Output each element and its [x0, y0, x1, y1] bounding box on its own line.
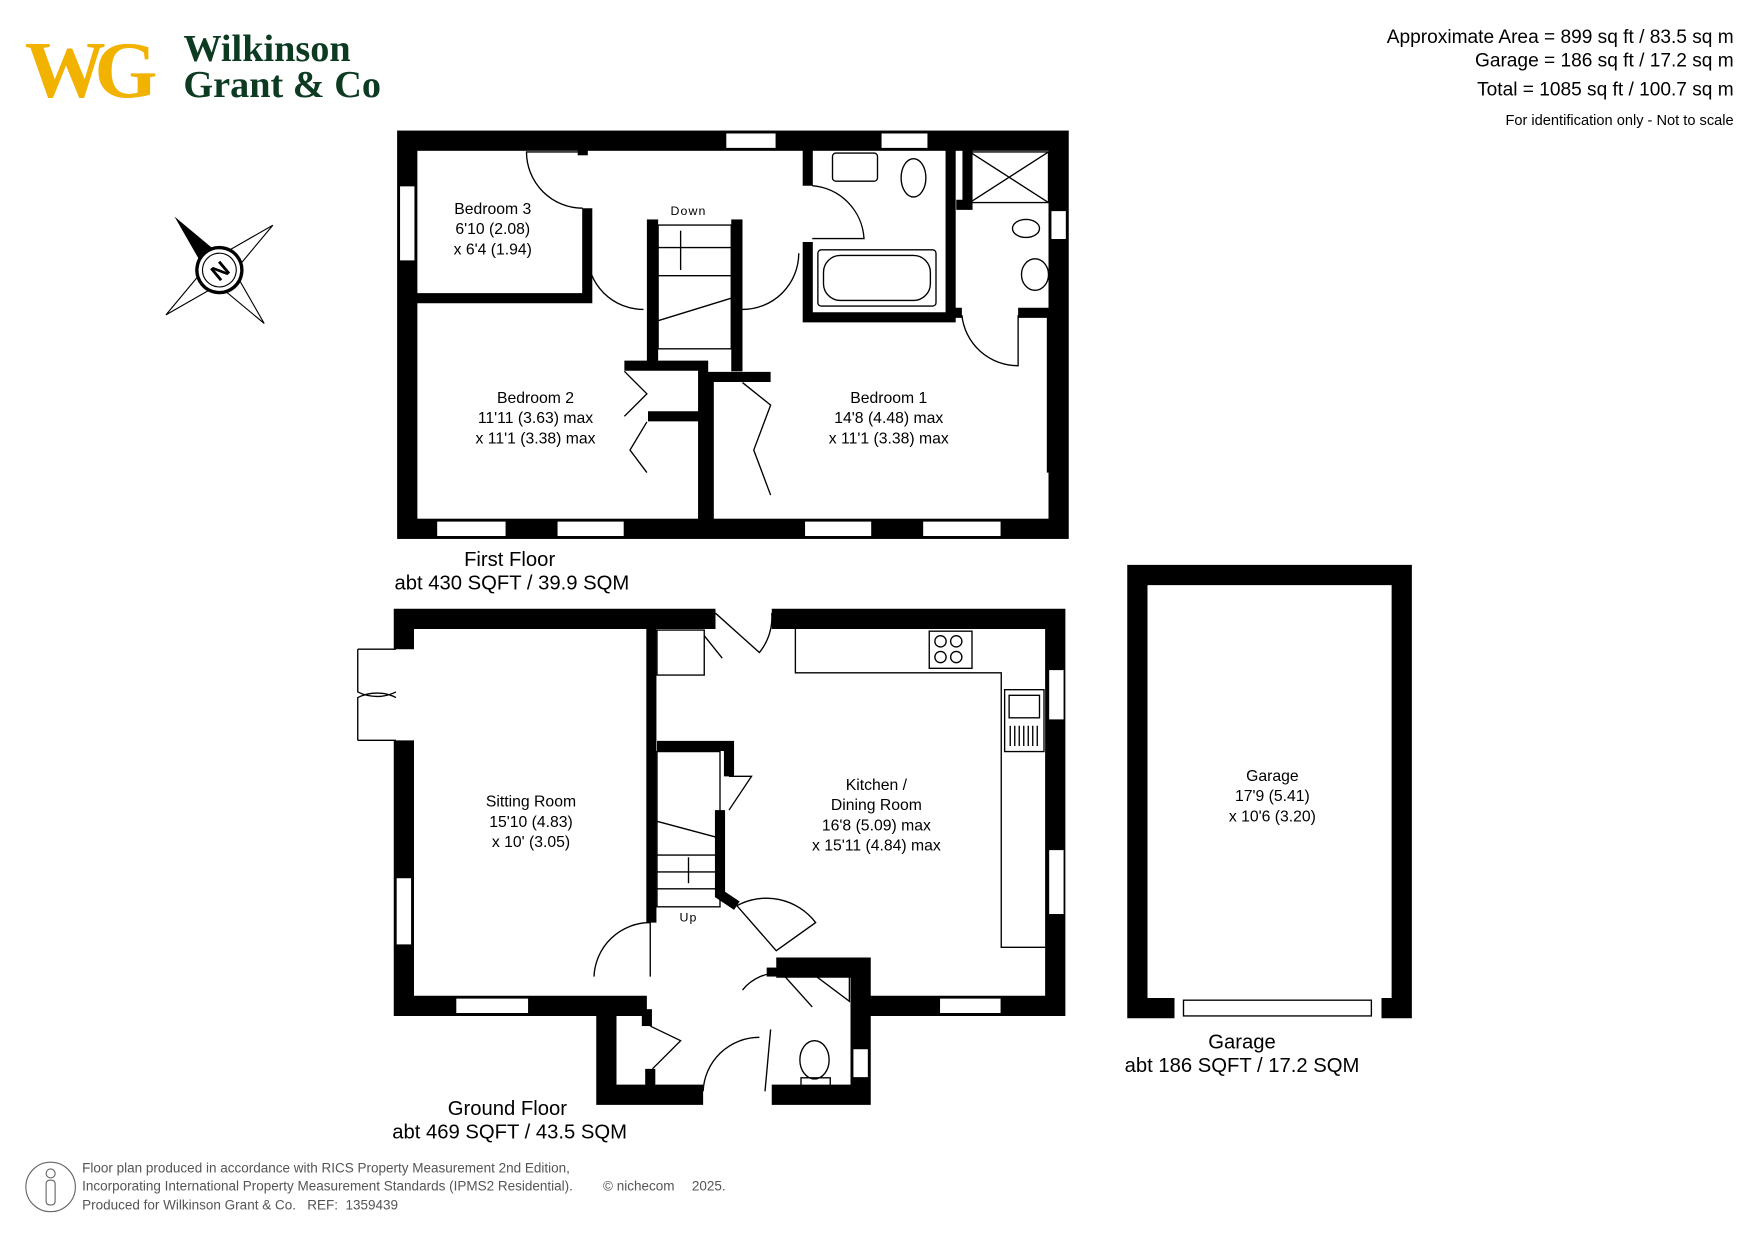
bedroom3-name: Bedroom 3: [454, 201, 531, 218]
first-floor-title: First Floor: [464, 549, 555, 571]
sitting-room-name: Sitting Room: [486, 794, 576, 811]
garage-area: Garage = 186 sq ft / 17.2 sq m: [1475, 50, 1734, 71]
person-icon: [25, 1161, 76, 1213]
footer: Floor plan produced in accordance with R…: [25, 1160, 726, 1213]
sitting-room-dim1: 15'10 (4.83): [489, 814, 573, 831]
logo: WG Wilkinson Grant & Co: [25, 25, 381, 115]
footer-line1: Floor plan produced in accordance with R…: [82, 1160, 570, 1175]
kitchen-name2: Dining Room: [831, 797, 922, 814]
first-floor-area: abt 430 SQFT / 39.9 SQM: [394, 573, 629, 595]
logo-name-line2: Grant & Co: [183, 64, 381, 106]
sitting-room-dim2: x 10' (3.05): [492, 834, 570, 851]
footer-line2: Incorporating International Property Mea…: [82, 1178, 573, 1193]
kitchen-dim1: 16'8 (5.09) max: [822, 817, 931, 834]
ground-floor-plan: Up Sitting Room 15'10 (4.83) x 10' (3.05…: [357, 608, 1066, 1144]
footer-copyright: © nichecom: [603, 1178, 674, 1193]
bedroom2-dim2: x 11'1 (3.38) max: [475, 430, 595, 447]
garage-name: Garage: [1246, 768, 1299, 785]
approx-area: Approximate Area = 899 sq ft / 83.5 sq m: [1387, 27, 1734, 48]
logo-monogram: WG: [25, 25, 156, 115]
bedroom3-dim1: 6'10 (2.08): [455, 221, 530, 238]
bedroom3-dim2: x 6'4 (1.94): [454, 241, 532, 258]
garage-title: Garage: [1208, 1032, 1276, 1054]
compass-icon: [165, 216, 274, 324]
bedroom1-dim1: 14'8 (4.48) max: [834, 410, 943, 427]
garage-plan: Garage 17'9 (5.41) x 10'6 (3.20) Garage …: [1125, 564, 1412, 1077]
garage-area: abt 186 SQFT / 17.2 SQM: [1125, 1055, 1360, 1077]
ground-floor-area: abt 469 SQFT / 43.5 SQM: [392, 1122, 627, 1144]
bedroom1-name: Bedroom 1: [850, 390, 927, 407]
kitchen-dim2: x 15'11 (4.84) max: [812, 838, 941, 855]
bedroom2-name: Bedroom 2: [497, 390, 574, 407]
scale-note: For identification only - Not to scale: [1505, 113, 1733, 129]
kitchen-name: Kitchen /: [846, 777, 908, 794]
stairs-down-label: Down: [670, 204, 706, 218]
footer-line3: Produced for Wilkinson Grant & Co. REF: …: [82, 1197, 398, 1212]
total-area: Total = 1085 sq ft / 100.7 sq m: [1477, 80, 1734, 101]
logo-name-line1: Wilkinson: [183, 28, 350, 70]
stairs-up-label: Up: [679, 910, 697, 924]
ground-floor-title: Ground Floor: [448, 1098, 568, 1120]
bedroom2-dim1: 11'11 (3.63) max: [478, 410, 593, 427]
footer-year: 2025.: [692, 1178, 726, 1193]
garage-dim1: 17'9 (5.41): [1235, 788, 1310, 805]
bedroom1-dim2: x 11'1 (3.38) max: [829, 430, 949, 447]
garage-dim2: x 10'6 (3.20): [1229, 808, 1316, 825]
first-floor-plan: Down Bedroom 3 6'10 (2.08) x 6'4 (1.94) …: [394, 130, 1069, 595]
